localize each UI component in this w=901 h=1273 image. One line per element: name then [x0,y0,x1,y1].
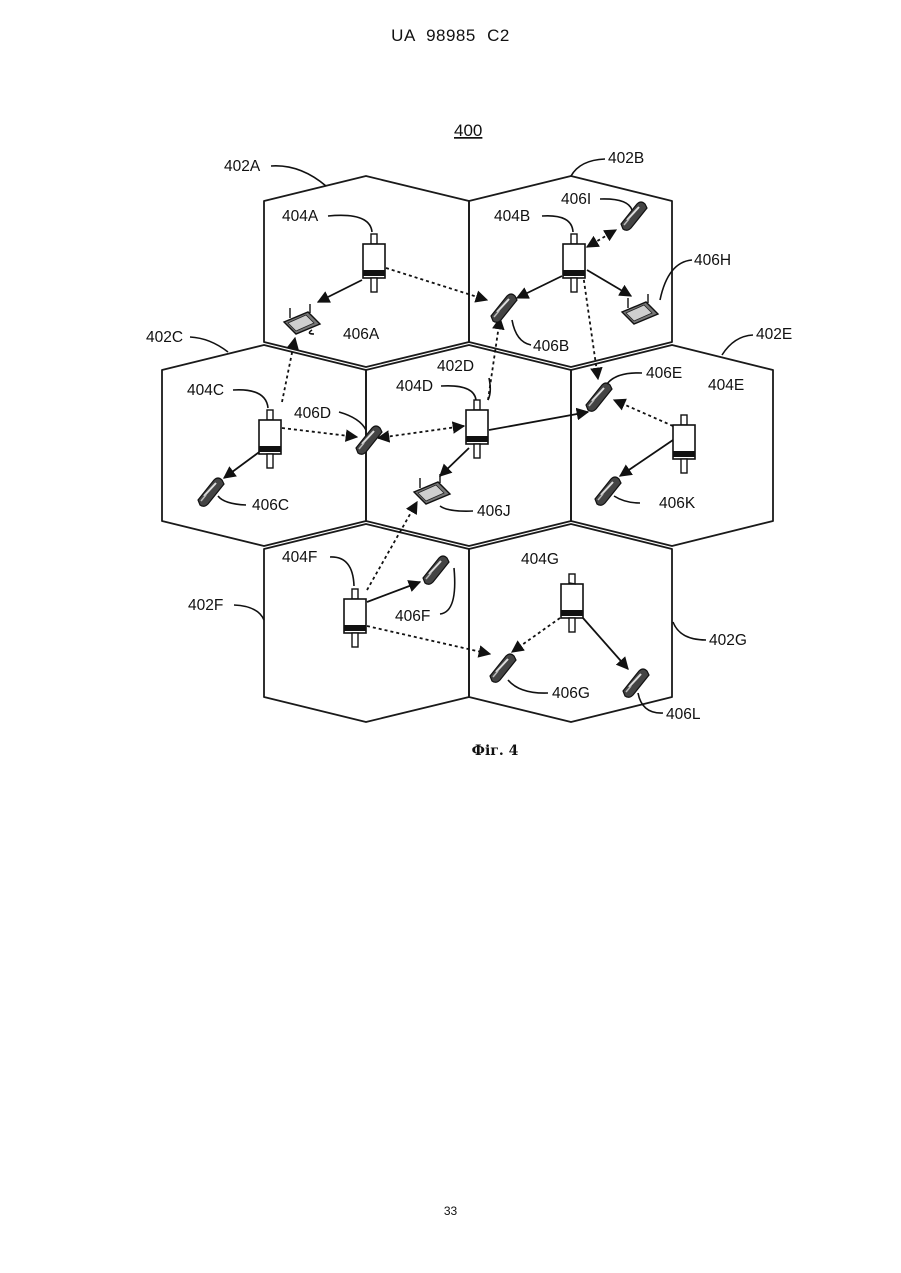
link-404E-406E [614,400,673,426]
link-404E-406K [620,440,673,476]
link-404F-406F [367,582,420,602]
label-406E: 406E [646,365,682,382]
tower-404C-icon [259,410,281,468]
link-404B-406B [517,276,562,298]
label-402D: 402D [437,358,474,375]
label-404D: 404D [396,378,433,395]
label-404B: 404B [494,208,530,225]
link-404D-406E [489,412,588,430]
label-402F: 402F [188,597,223,614]
link-404F-406J [367,502,417,590]
tower-404D-icon [466,400,488,458]
label-404F: 404F [282,549,317,566]
label-406D: 406D [294,405,331,422]
label-406H: 406H [694,252,731,269]
tower-404A-icon [363,234,385,292]
link-404C-406C [224,450,262,478]
tower-404B-icon [563,234,585,292]
label-402B: 402B [608,150,644,167]
phone-406B-icon [491,294,517,322]
label-404C: 404C [187,382,224,399]
label-402E: 402E [756,326,792,343]
phone-406E-icon [586,383,612,411]
label-402A: 402A [224,158,261,175]
phone-406F-icon [423,556,449,584]
link-404B-406H [587,270,631,296]
label-406B: 406B [533,338,569,355]
phone-406G-icon [490,654,516,682]
phone-406I-icon [621,202,647,230]
link-404F-406G [367,626,490,654]
phone-406C-icon [198,478,224,506]
link-404G-406L [583,618,628,669]
label-406C: 406C [252,497,289,514]
label-406A: 406A [343,326,380,343]
link-404G-406G [512,618,560,652]
label-402G: 402G [709,632,747,649]
label-404A: 404A [282,208,319,225]
tower-404F-icon [344,589,366,647]
phone-406D-icon [356,426,382,454]
link-404D-406J [440,448,469,476]
page-number: 33 [0,1204,901,1218]
cell-402D [366,345,571,546]
label-402C: 402C [146,329,183,346]
link-404A-406B [386,268,487,300]
label-404E: 404E [708,377,744,394]
figure-caption: Фіг. 4 [0,743,901,759]
label-406G: 406G [552,685,590,702]
phone-406L-icon [623,669,649,697]
phone-406K-icon [595,477,621,505]
link-404C-406D [282,428,357,437]
link-404D-406D [378,426,464,438]
label-406I: 406I [561,191,591,208]
label-406J: 406J [477,503,511,520]
laptop-406J-icon [414,474,450,504]
label-406K: 406K [659,495,696,512]
laptop-406A-icon [284,304,320,334]
link-404B-406I [587,230,616,247]
links [224,230,673,669]
figure-number: 400 [454,121,482,140]
label-406F: 406F [395,608,430,625]
label-404G: 404G [521,551,559,568]
label-406L: 406L [666,706,701,723]
laptop-406H-icon [622,294,658,324]
link-404A-406A [318,280,362,302]
tower-404E-icon [673,415,695,473]
